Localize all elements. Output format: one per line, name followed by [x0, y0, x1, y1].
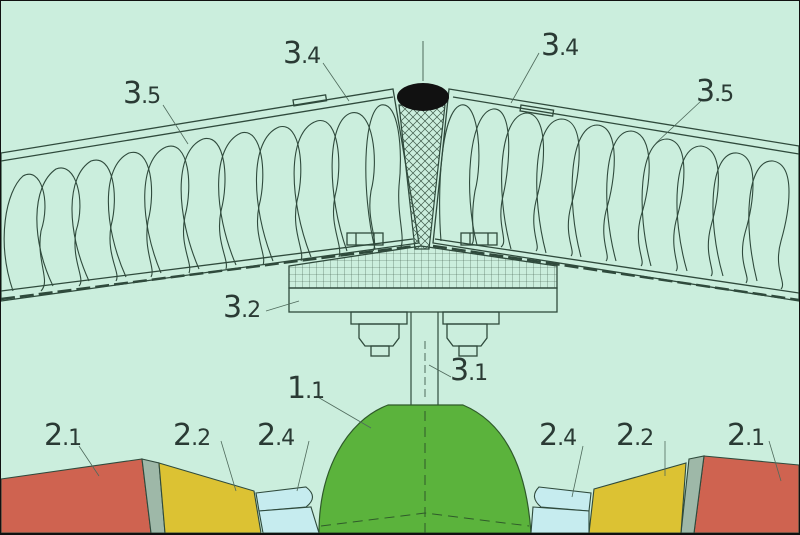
left-nut [346, 232, 384, 246]
label-2-1-right: 2.1 [727, 418, 765, 453]
label-2-2-right: 2.2 [616, 418, 654, 453]
stem-3-1 [410, 312, 439, 405]
label-2-2-left: 2.2 [173, 418, 211, 453]
label-3-4-left: 3.4 [283, 36, 321, 71]
right-roof-panel [432, 88, 799, 302]
label-2-4-right: 2.4 [539, 418, 577, 453]
right-nut [460, 232, 498, 246]
label-3-5-left: 3.5 [123, 76, 161, 111]
left-roof-panel [1, 88, 420, 302]
left-components [1, 458, 320, 533]
right-components [530, 455, 799, 533]
plate-3-2 [288, 245, 558, 357]
label-3-4-right: 3.4 [541, 28, 579, 63]
label-3-1: 3.1 [450, 353, 488, 388]
label-1-1: 1.1 [287, 371, 325, 406]
label-3-2: 3.2 [223, 290, 261, 325]
ridge-wedge [397, 41, 449, 250]
black-seal [397, 83, 449, 111]
label-2-4-left: 2.4 [257, 418, 295, 453]
leader-lines [78, 52, 782, 498]
label-2-1-left: 2.1 [44, 418, 82, 453]
label-3-5-right: 3.5 [696, 74, 734, 109]
